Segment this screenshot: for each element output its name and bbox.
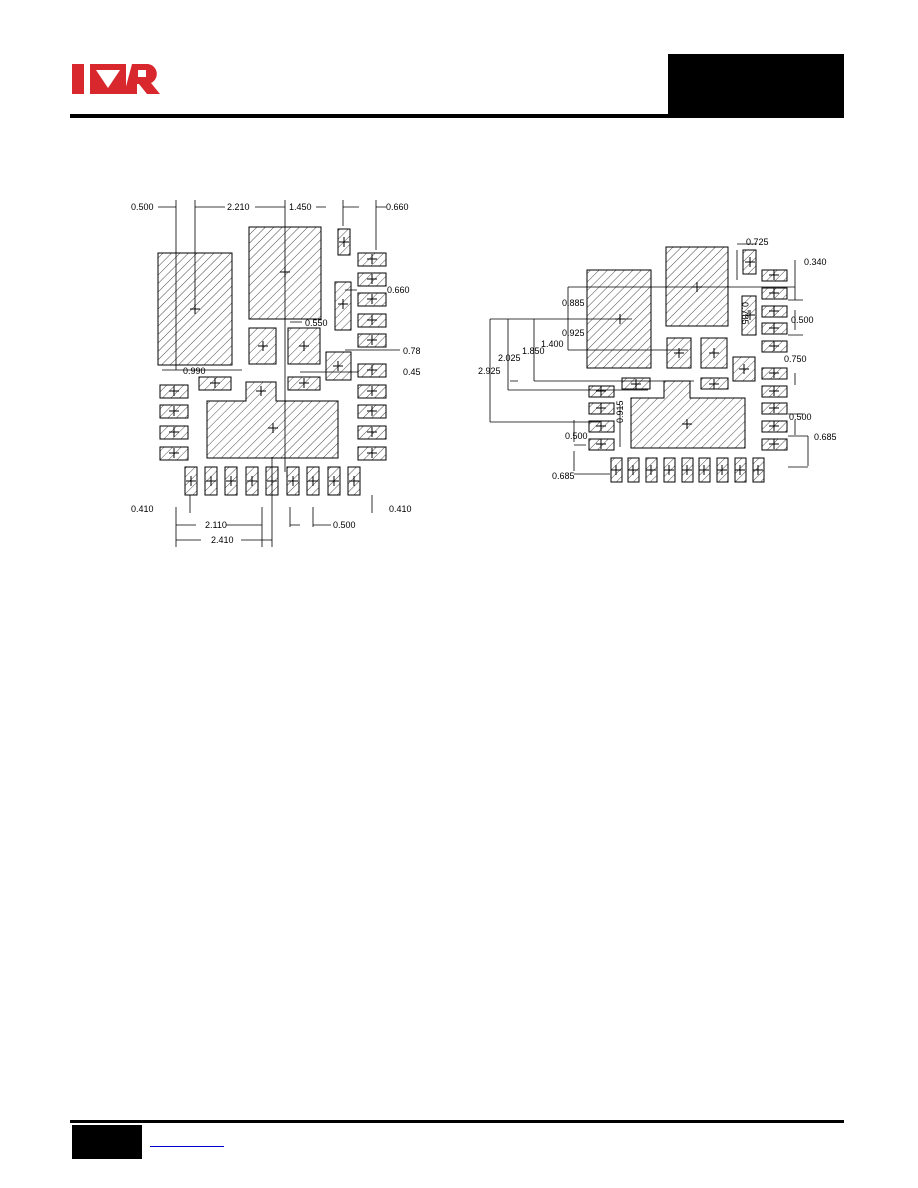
right-dim-2025: 2.025 [498, 353, 521, 363]
right-dim-0500-bottom: 0.500 [565, 431, 588, 441]
left-dim-0410-left: 0.410 [131, 504, 154, 514]
right-dim-0925: 0.925 [562, 328, 585, 338]
right-dim-0685-bottom: 0.685 [552, 471, 575, 481]
right-footprint-drawing: 0.725 0.340 0.885 0.785 0.500 0.925 1.40… [478, 237, 837, 483]
right-dim-0785: 0.785 [740, 302, 750, 325]
left-dim-0785: 0.785 [403, 346, 420, 356]
footer-black-box [72, 1125, 142, 1159]
right-dim-0340: 0.340 [804, 257, 827, 267]
left-footprint-drawing: 0.500 2.210 1.450 0.660 0.660 0.550 0.78… [131, 200, 420, 547]
right-dim-1850: 1.850 [522, 346, 545, 356]
left-dim-0450: 0.450 [403, 367, 420, 377]
left-dim-2410: 2.410 [211, 535, 234, 545]
right-dim-0885: 0.885 [562, 298, 585, 308]
right-dim-1400: 1.400 [541, 339, 564, 349]
left-pad-centers [169, 237, 377, 486]
left-dimension-lines [158, 200, 400, 547]
header-black-box [668, 54, 844, 116]
right-dim-0725: 0.725 [746, 237, 769, 247]
header-rule [70, 114, 844, 118]
left-dim-0500: 0.500 [131, 202, 154, 212]
left-dim-1450: 1.450 [289, 202, 312, 212]
ir-logo-icon [72, 64, 160, 94]
left-dim-2210: 2.210 [227, 202, 250, 212]
right-dim-0915: 0.915 [615, 400, 625, 423]
left-dim-0500-bottom: 0.500 [333, 520, 356, 530]
footer-rule [70, 1120, 844, 1123]
right-dim-2925: 2.925 [478, 366, 501, 376]
left-dim-0660-top: 0.660 [386, 202, 409, 212]
left-dim-0410-right: 0.410 [389, 504, 412, 514]
right-dimension-lines [489, 243, 809, 475]
left-dim-0660-side: 0.660 [387, 285, 410, 295]
right-dim-0500-top: 0.500 [791, 315, 814, 325]
left-dim-2110: 2.110 [205, 520, 227, 530]
right-dim-0750: 0.750 [784, 354, 807, 364]
right-dim-0685-right: 0.685 [814, 432, 837, 442]
left-dim-0990: 0.990 [183, 366, 206, 376]
left-pads [157, 226, 387, 496]
left-dim-0550: 0.550 [305, 318, 328, 328]
right-dim-0500-side: 0.500 [789, 412, 812, 422]
right-pads [586, 246, 788, 483]
footer-link[interactable] [150, 1137, 224, 1147]
